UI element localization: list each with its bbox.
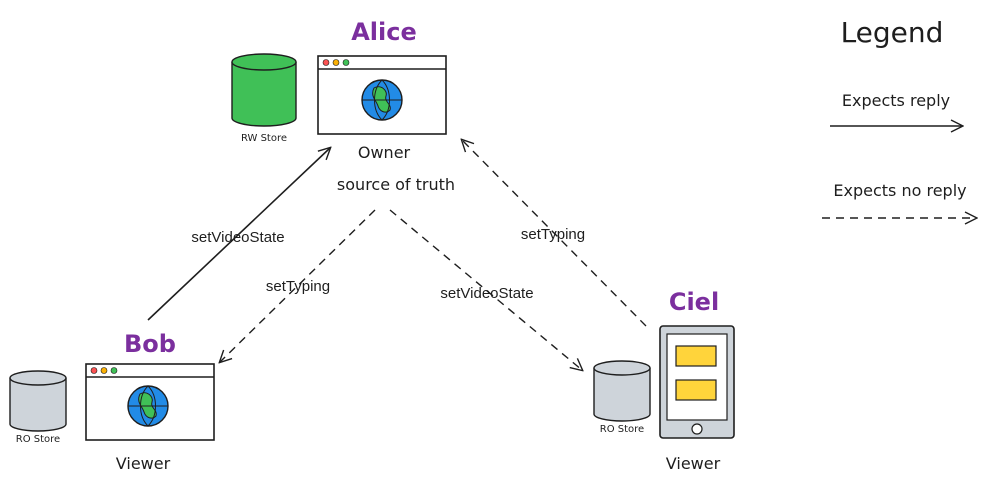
legend-no-reply-label: Expects no reply <box>833 181 966 200</box>
ciel-node: Ciel RO Store Viewer <box>593 288 735 473</box>
edge-alice-to-bob-label: setTyping <box>266 278 330 295</box>
ciel-store-label: RO Store <box>600 424 644 435</box>
bob-role: Viewer <box>116 454 171 473</box>
bob-node: Bob RO Store Viewer <box>9 330 215 473</box>
edge-alice-to-ciel-label: setVideoState <box>440 285 533 302</box>
alice-node: Alice RW Store Owner source of truth <box>231 18 455 194</box>
edge-bob-to-alice-label: setVideoState <box>191 229 284 246</box>
rw-store-label: RW Store <box>241 133 287 144</box>
edge-bob-to-alice <box>147 148 330 321</box>
home-button-icon <box>691 423 703 435</box>
alice-name: Alice <box>351 18 417 46</box>
alice-role-sub: source of truth <box>337 175 455 194</box>
globe-icon <box>361 79 403 121</box>
edge-ciel-to-alice <box>462 140 647 327</box>
ciel-ro-store-cylinder <box>593 360 651 422</box>
edge-ciel-to-alice-label: setTyping <box>521 226 585 243</box>
bob-name: Bob <box>124 330 176 358</box>
ciel-name: Ciel <box>669 288 719 316</box>
edges: setVideoState setTyping setVideoState se… <box>147 140 647 370</box>
bob-store-label: RO Store <box>16 434 60 445</box>
alice-browser-window <box>317 55 447 135</box>
globe-icon <box>127 385 169 427</box>
legend: Legend Expects reply Expects no reply <box>822 16 976 218</box>
bob-browser-window <box>85 363 215 441</box>
legend-reply-label: Expects reply <box>842 91 950 110</box>
ciel-tablet <box>659 325 735 439</box>
bob-ro-store-cylinder <box>9 370 67 432</box>
rw-store-cylinder <box>231 53 297 127</box>
ciel-role: Viewer <box>666 454 721 473</box>
alice-role: Owner <box>358 143 411 162</box>
legend-title: Legend <box>841 16 944 49</box>
